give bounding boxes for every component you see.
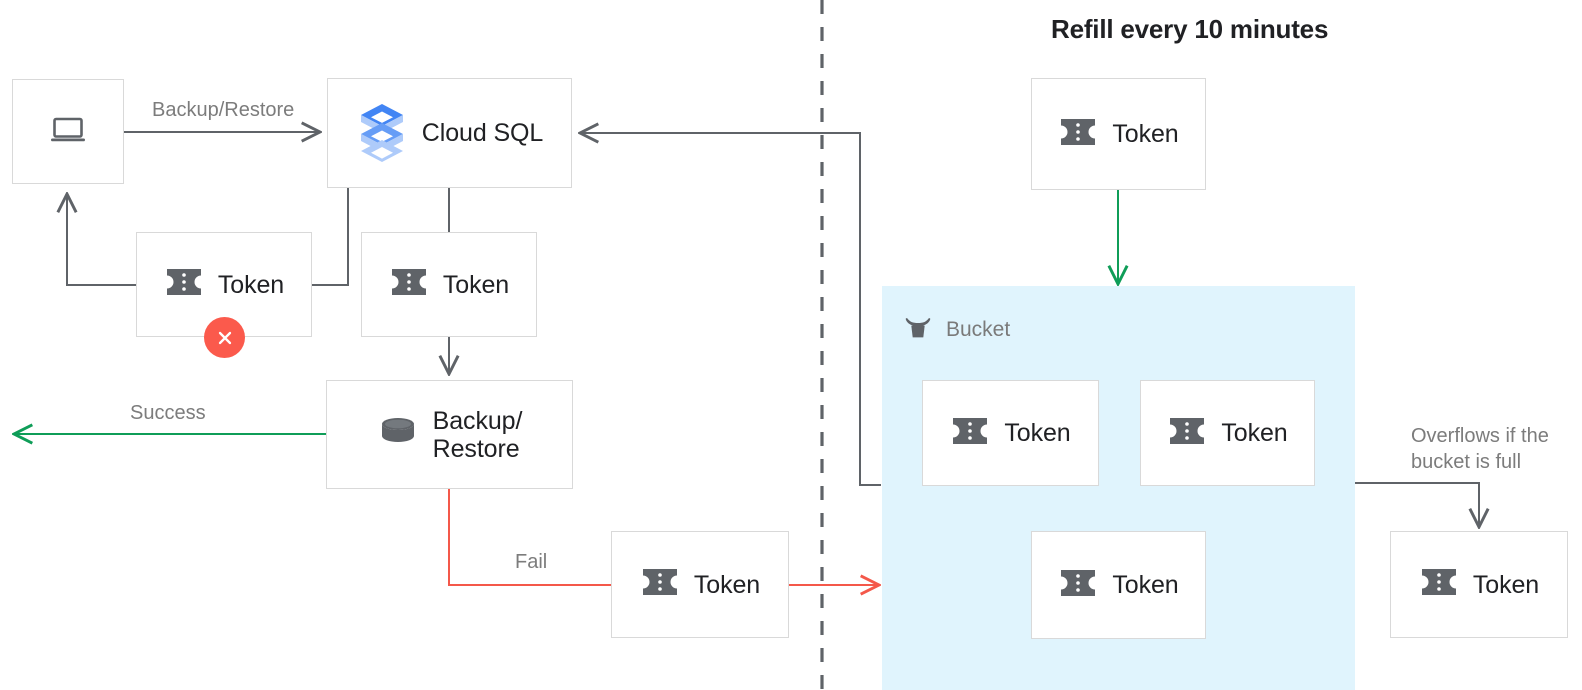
bucket-caption-label: Bucket: [946, 317, 1011, 341]
node-token-overflow[interactable]: Token: [1390, 531, 1568, 638]
node-token-fail-label: Token: [693, 570, 761, 599]
node-cloud-sql[interactable]: Cloud SQL: [327, 78, 572, 188]
headline-refill-every-10-minutes: Refill every 10 minutes: [1051, 14, 1329, 44]
token-icon: [1419, 566, 1459, 603]
token-icon: [1058, 567, 1098, 604]
node-token-bucket-3-label: Token: [1112, 571, 1179, 599]
token-icon: [164, 266, 204, 303]
node-token-refill[interactable]: Token: [1031, 78, 1206, 190]
token-icon: [950, 415, 990, 452]
node-token-client-label: Token: [217, 270, 285, 299]
close-icon: [218, 331, 231, 344]
laptop-icon: [48, 113, 88, 150]
node-token-bucket-3[interactable]: Token: [1031, 531, 1206, 639]
node-backup-restore-label: Backup/ Restore: [432, 406, 523, 463]
status-badge-fail: [204, 317, 245, 358]
wire-token-to-client: [67, 194, 136, 286]
token-icon: [389, 266, 429, 303]
node-token-refill-label: Token: [1112, 120, 1179, 148]
node-token-overflow-label: Token: [1472, 570, 1540, 599]
node-token-bucket-2[interactable]: Token: [1140, 380, 1315, 486]
node-token-cloudsql[interactable]: Token: [361, 232, 537, 337]
token-icon: [640, 566, 680, 603]
wire-bucket-to-cloudsql: [580, 133, 881, 486]
node-cloud-sql-label: Cloud SQL: [421, 119, 544, 147]
wire-cloudsql-to-token-client: [312, 187, 349, 286]
wire-label-fail: Fail: [515, 551, 548, 573]
wire-label-success: Success: [130, 402, 206, 424]
node-token-bucket-2-label: Token: [1221, 419, 1288, 447]
bucket-caption: Bucket: [902, 311, 1010, 348]
node-backup-restore[interactable]: Backup/ Restore: [326, 380, 573, 489]
token-icon: [1058, 116, 1098, 153]
node-token-cloudsql-label: Token: [442, 270, 510, 299]
token-icon: [1167, 415, 1207, 452]
wire-overflow: [1355, 482, 1479, 527]
wire-label-backup-restore: Backup/Restore: [152, 99, 295, 121]
node-client[interactable]: [12, 79, 124, 184]
database-icon: [377, 414, 419, 455]
node-token-bucket-1-label: Token: [1004, 419, 1071, 447]
cloud-sql-icon: [356, 100, 408, 167]
node-token-fail[interactable]: Token: [611, 531, 789, 638]
wire-label-overflow: Overflows if the bucket is full: [1411, 425, 1549, 473]
bucket-icon: [902, 311, 934, 348]
node-token-bucket-1[interactable]: Token: [922, 380, 1099, 486]
